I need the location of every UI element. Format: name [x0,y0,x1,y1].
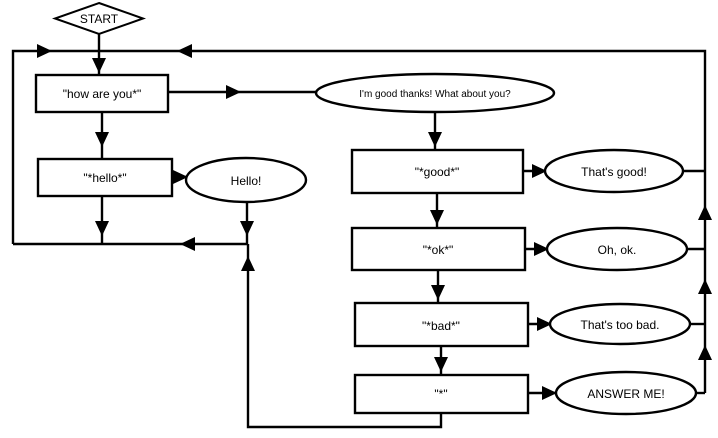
any-box [353,373,530,415]
thats-too-bad-label: That's too bad. [580,318,659,332]
answer-me-ellipse [554,370,698,416]
edge-outer-loop [11,49,707,393]
edge-any-bottom-loop [246,244,443,429]
node-response-thats-too-bad: That's too bad. [548,302,692,346]
bad-label: "*bad*" [422,319,460,333]
im-good-ellipse [314,72,556,114]
arrowhead-into-good [428,132,442,147]
ok-label: "*ok*" [423,243,454,257]
node-pattern-how-are-you: "how are you*" [34,73,170,114]
arrowhead-into-thatsgood [532,164,547,178]
bad-box [353,301,530,348]
arrowhead-topline-right [37,44,52,58]
arrowhead-into-ohok [534,242,549,256]
node-pattern-good: "*good*" [350,148,525,195]
how-are-you-label: "how are you*" [63,87,142,101]
arrowhead-into-helloresp [173,170,188,184]
node-start: START [51,1,147,36]
arrowhead-into-imgood [226,85,241,99]
start-diamond [51,1,147,36]
node-response-thats-good: That's good! [543,148,685,194]
arrowhead-bottomloop-up [241,256,255,271]
answer-me-label: ANSWER ME! [587,387,664,401]
ok-box [350,226,527,272]
arrowhead-helloresp-merge [240,221,254,236]
node-response-im-good: I'm good thanks! What about you? [314,72,556,114]
arrowhead-loop-up-1 [698,205,712,220]
arrowhead-into-answerme [542,386,557,400]
node-pattern-bad: "*bad*" [353,301,530,348]
arrowhead-loop-up-2 [698,279,712,294]
oh-ok-ellipse [545,226,689,272]
oh-ok-label: Oh, ok. [598,243,637,257]
arrowheads [37,44,712,400]
arrowhead-into-ok [430,210,444,225]
node-response-oh-ok: Oh, ok. [545,226,689,272]
node-response-answer-me: ANSWER ME! [554,370,698,416]
arrowhead-merge-left [180,237,195,251]
arrowhead-hello-merge [95,221,109,236]
good-label: "*good*" [415,165,460,179]
node-response-hello: Hello! [184,156,308,204]
hello-box [36,157,174,198]
arrowhead-loop-up-3 [698,345,712,360]
any-label: "*" [434,387,447,401]
good-box [350,148,525,195]
arrowhead-into-howareyou [92,58,106,73]
arrowhead-topline-left [177,44,192,58]
im-good-label: I'm good thanks! What about you? [359,89,511,100]
node-pattern-ok: "*ok*" [350,226,527,272]
hello-response-label: Hello! [231,174,262,188]
arrowhead-into-bad [431,285,445,300]
arrowhead-into-toobad [537,317,552,331]
start-label: START [80,12,119,26]
hello-label: "*hello*" [83,171,126,185]
node-pattern-any: "*" [353,373,530,415]
arrowhead-into-any [434,357,448,372]
thats-good-ellipse [543,148,685,194]
hello-response-ellipse [184,156,308,204]
how-are-you-box [34,73,170,114]
node-pattern-hello: "*hello*" [36,157,174,198]
arrowhead-into-hello [95,132,109,147]
thats-too-bad-ellipse [548,302,692,346]
thats-good-label: That's good! [581,165,647,179]
